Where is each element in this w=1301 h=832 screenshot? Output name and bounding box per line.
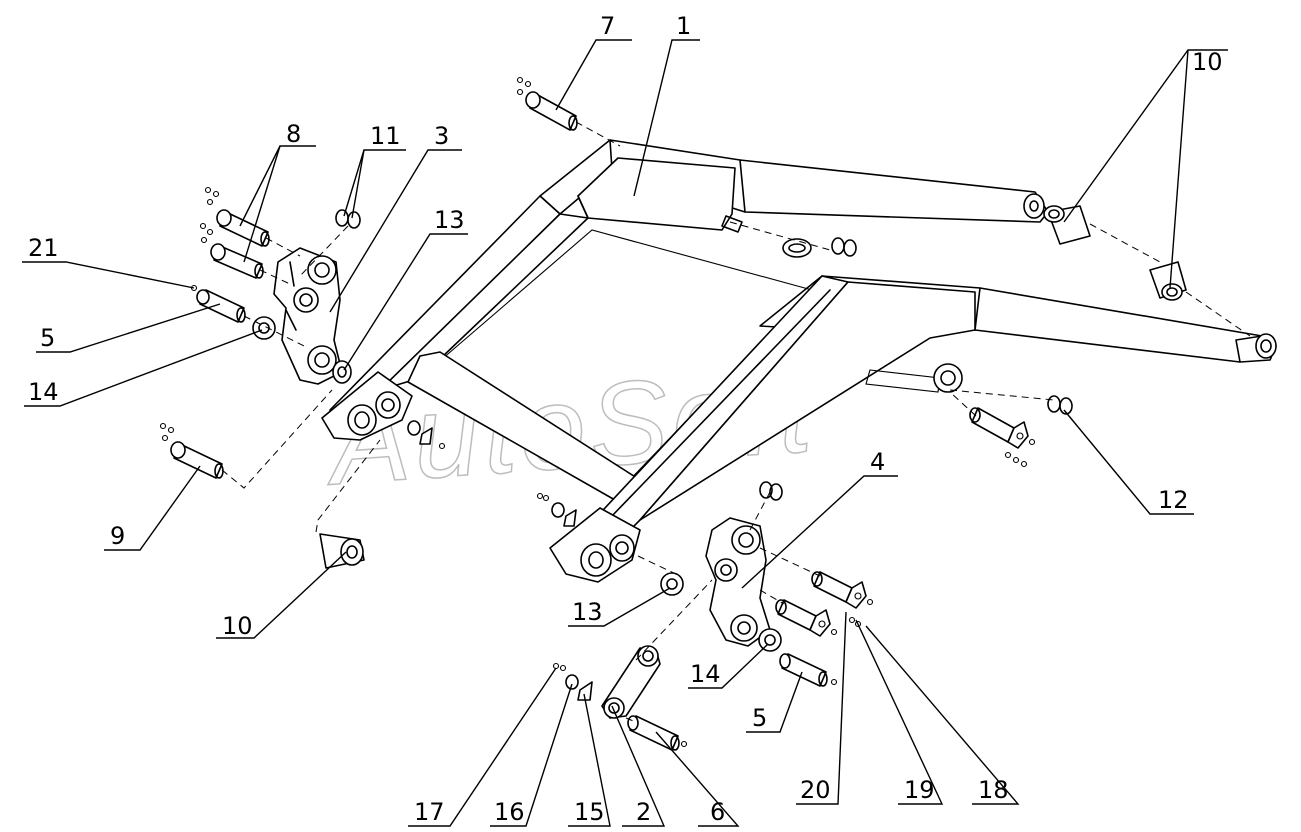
callout-17: 17 xyxy=(414,798,445,826)
callout-15: 15 xyxy=(574,798,605,826)
callout-14-left: 14 xyxy=(28,378,59,406)
callout-18: 18 xyxy=(978,776,1009,804)
callout-labels: 7 1 10 8 11 3 13 21 5 14 9 10 4 12 13 14… xyxy=(28,12,1223,826)
main-frame xyxy=(321,139,1277,583)
link-arm xyxy=(601,645,661,719)
callout-21: 21 xyxy=(28,234,59,262)
callout-16: 16 xyxy=(494,798,525,826)
callout-4: 4 xyxy=(870,448,885,476)
callout-13-left: 13 xyxy=(434,206,465,234)
callout-6: 6 xyxy=(710,798,725,826)
callout-7: 7 xyxy=(600,12,615,40)
callout-10-bottom: 10 xyxy=(222,612,253,640)
assembly-lines xyxy=(221,121,1251,723)
callout-13-right: 13 xyxy=(572,598,603,626)
callout-3: 3 xyxy=(434,122,449,150)
right-plate xyxy=(705,517,771,647)
callout-14-right: 14 xyxy=(690,660,721,688)
callout-5-left: 5 xyxy=(40,324,55,352)
callout-19: 19 xyxy=(904,776,935,804)
callout-1: 1 xyxy=(676,12,691,40)
callout-5-right: 5 xyxy=(752,704,767,732)
left-plate xyxy=(273,247,343,385)
leader-lines xyxy=(22,39,1228,827)
callout-20: 20 xyxy=(800,776,831,804)
callout-12: 12 xyxy=(1158,486,1189,514)
callout-11: 11 xyxy=(370,122,401,150)
callout-9: 9 xyxy=(110,522,125,550)
callout-2: 2 xyxy=(636,798,651,826)
callout-8: 8 xyxy=(286,120,301,148)
callout-10-top: 10 xyxy=(1192,48,1223,76)
